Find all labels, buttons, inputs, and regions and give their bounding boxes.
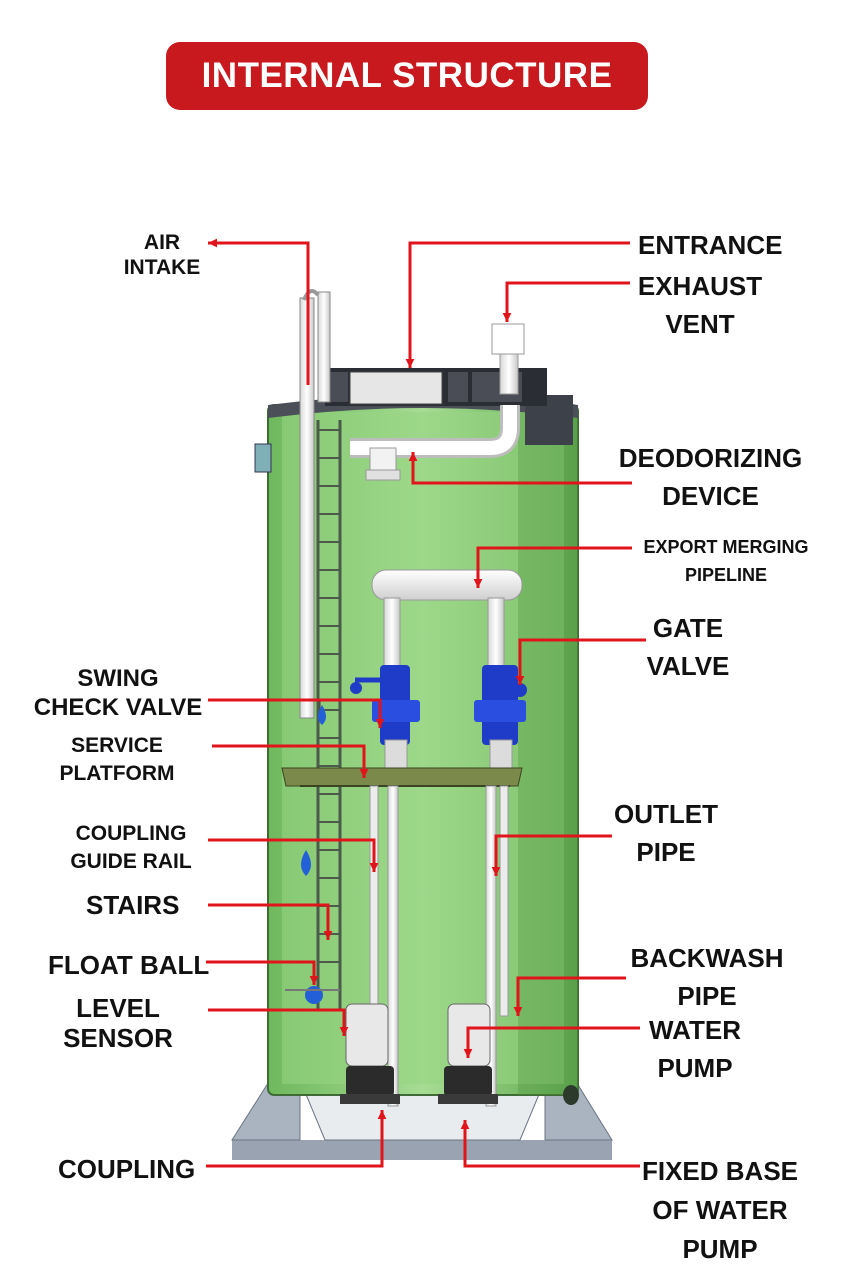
float-balls: [285, 700, 340, 1004]
arrow-stairs: [208, 903, 333, 940]
swing-check-valve: [350, 665, 420, 769]
label-outlet-pipe: OUTLET PIPE: [614, 799, 718, 867]
label-float-ball: FLOAT BALL: [48, 950, 210, 980]
label-gate-valve: GATE VALVE: [646, 613, 730, 681]
arrow-entrance: [405, 241, 630, 368]
guide-rails: [369, 785, 509, 1107]
arrow-fixed-base: [460, 1120, 640, 1168]
arrow-guide-rail: [208, 838, 379, 872]
title-text: INTERNAL STRUCTURE: [201, 56, 613, 95]
arrow-exhaust-vent: [502, 281, 630, 322]
arrow-air-intake: [208, 238, 310, 385]
label-stairs: STAIRS: [86, 890, 180, 920]
air-intake-pipes: [299, 289, 331, 719]
label-service-platform: SERVICE PLATFORM: [59, 734, 175, 786]
label-backwash-pipe: BACKWASH PIPE: [630, 943, 784, 1011]
arrow-gate-valve: [515, 638, 646, 685]
label-fixed-base: FIXED BASE OF WATER PUMP: [641, 1156, 799, 1264]
label-water-pump: WATER PUMP: [649, 1015, 741, 1083]
side-flange: [254, 443, 579, 1105]
arrow-level-sensor: [208, 1008, 349, 1036]
arrow-backwash: [513, 976, 626, 1016]
label-export-merging-pipeline: EXPORT MERGING PIPELINE: [643, 537, 809, 585]
arrow-service-platform: [212, 744, 369, 778]
ladder: [316, 420, 342, 1010]
arrow-swing-check: [208, 698, 385, 728]
label-swing-check-valve: SWING CHECK VALVE: [33, 665, 203, 721]
label-coupling: COUPLING: [58, 1154, 196, 1184]
arrow-export-merging: [473, 546, 632, 588]
arrow-outlet-pipe: [491, 834, 612, 876]
label-entrance: ENTRANCE: [638, 230, 783, 260]
label-air-intake: AIR INTAKE: [123, 231, 201, 280]
export-merging-pipeline: [371, 569, 523, 669]
exhaust-vent: [491, 323, 525, 395]
arrow-deodorizing: [408, 452, 632, 485]
service-platform: [281, 767, 523, 787]
arrow-float-ball: [206, 960, 319, 985]
arrow-water-pump: [463, 1026, 640, 1058]
title-banner: INTERNAL STRUCTURE: [166, 42, 648, 110]
deodorizing-pipe: [350, 405, 520, 481]
arrow-coupling: [206, 1110, 387, 1168]
gate-valve: [474, 665, 527, 769]
label-deodorizing-device: DEODORIZING DEVICE: [618, 443, 803, 511]
label-coupling-guide-rail: COUPLING GUIDE RAIL: [70, 822, 192, 874]
water-pump-left: [340, 1003, 400, 1104]
callout-arrows: [206, 238, 646, 1168]
label-level-sensor: LEVEL SENSOR: [63, 993, 173, 1053]
label-exhaust-vent: EXHAUST VENT: [637, 271, 763, 339]
